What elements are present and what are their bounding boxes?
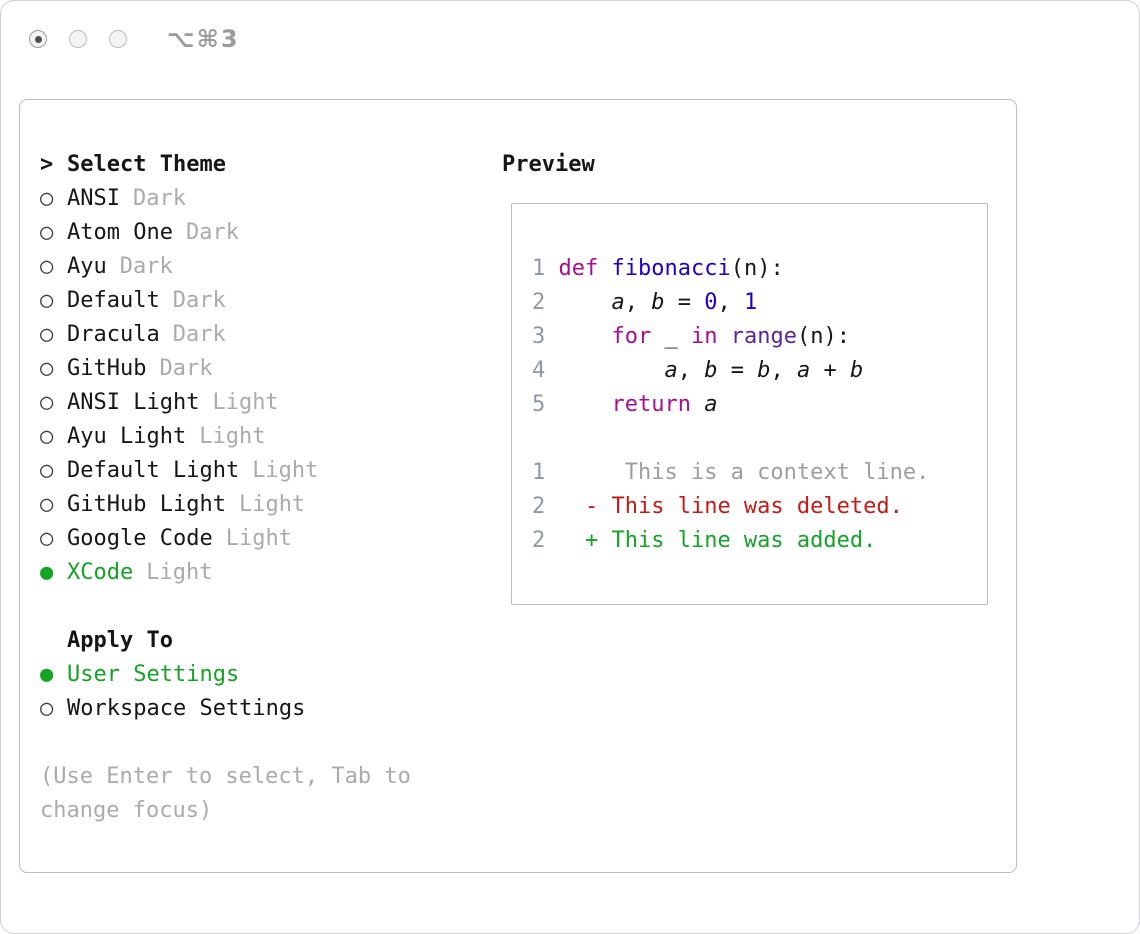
theme-name: Ayu: [67, 254, 107, 279]
theme-name: Default: [67, 288, 160, 313]
theme-variant-tag: Dark: [132, 186, 186, 211]
theme-option[interactable]: ○ GitHub Light Light: [40, 488, 488, 522]
diff-text: This is a context line.: [558, 460, 930, 485]
theme-name: ANSI: [67, 186, 120, 211]
theme-name: ANSI Light: [67, 390, 200, 415]
radio-icon: ○: [40, 186, 54, 211]
line-number: 4: [532, 358, 559, 383]
theme-option[interactable]: ○ Google Code Light: [40, 522, 488, 556]
theme-variant-tag: Dark: [172, 288, 226, 313]
code-line: 5 return a: [532, 392, 718, 417]
theme-name: Atom One: [67, 220, 173, 245]
apply-to-option[interactable]: ● User Settings: [40, 658, 488, 692]
apply-to-options-list: ● User Settings ○ Workspace Settings: [40, 658, 488, 726]
line-number: 5: [532, 392, 559, 417]
window-control-icon[interactable]: [69, 30, 87, 48]
theme-name: Default Light: [67, 458, 240, 483]
theme-option[interactable]: ○ Dracula Dark: [40, 318, 488, 352]
select-theme-title: Select Theme: [67, 152, 226, 177]
line-number: 1: [532, 460, 559, 485]
radio-icon: ○: [40, 254, 54, 279]
diff-line-added: 2 + This line was added.: [532, 524, 967, 558]
diff-line-deleted: 2 - This line was deleted.: [532, 490, 967, 524]
theme-variant-tag: Dark: [185, 220, 239, 245]
theme-option[interactable]: ○ ANSI Dark: [40, 182, 488, 216]
diff-line-context: 1 This is a context line.: [532, 456, 967, 490]
theme-name: Google Code: [67, 526, 213, 551]
code-line: 3 for _ in range(n):: [532, 324, 850, 349]
radio-icon: ○: [40, 526, 54, 551]
diff-text: - This line was deleted.: [558, 494, 903, 519]
theme-name: XCode: [67, 560, 134, 585]
hint-text: (Use Enter to select, Tab to change focu…: [40, 764, 411, 823]
window-controls: [29, 30, 127, 48]
apply-to-option-label: User Settings: [67, 662, 240, 687]
line-number: 2: [532, 494, 559, 519]
spacer: [40, 726, 488, 760]
diff-block: 1 This is a context line.2 - This line w…: [532, 456, 967, 558]
apply-to-option-label: Workspace Settings: [67, 696, 306, 721]
line-number: 3: [532, 324, 559, 349]
radio-icon: ○: [40, 220, 54, 245]
radio-icon: ○: [40, 390, 54, 415]
theme-variant-tag: Light: [212, 390, 279, 415]
cursor-indicator: >: [40, 152, 54, 177]
theme-variant-tag: Dark: [172, 322, 226, 347]
theme-option[interactable]: ○ Ayu Dark: [40, 250, 488, 284]
keyboard-shortcut-label: ⌥⌘3: [167, 25, 240, 53]
code-preview: 1 def fibonacci(n): 2 a, b = 0, 1 3 for _ …: [511, 203, 988, 605]
blank-line: [532, 422, 967, 456]
window-control-icon[interactable]: [109, 30, 127, 48]
theme-variant-tag: Light: [199, 424, 266, 449]
radio-icon: ○: [40, 492, 54, 517]
theme-variant-tag: Dark: [119, 254, 173, 279]
code-line: 2 a, b = 0, 1: [532, 290, 758, 315]
code-block: 1 def fibonacci(n): 2 a, b = 0, 1 3 for _ …: [532, 252, 967, 422]
window-control-active-icon[interactable]: [29, 30, 47, 48]
theme-variant-tag: Light: [238, 492, 306, 517]
theme-option[interactable]: ○ Default Dark: [40, 284, 488, 318]
theme-name: GitHub Light: [67, 492, 226, 517]
diff-text: + This line was added.: [558, 528, 877, 553]
theme-option[interactable]: ○ Ayu Light Light: [40, 420, 488, 454]
line-number: 2: [532, 528, 559, 553]
radio-icon: ○: [40, 288, 54, 313]
theme-name: Dracula: [67, 322, 160, 347]
theme-variant-tag: Light: [252, 458, 319, 483]
active-dot-icon: [34, 35, 42, 43]
code-line: 1 def fibonacci(n):: [532, 256, 784, 281]
radio-icon: ○: [40, 458, 54, 483]
apply-to-option[interactable]: ○ Workspace Settings: [40, 692, 488, 726]
theme-variant-tag: Dark: [159, 356, 213, 381]
radio-selected-icon: ●: [40, 662, 54, 687]
theme-name: Ayu Light: [67, 424, 187, 449]
theme-option[interactable]: ○ GitHub Dark: [40, 352, 488, 386]
preview-title: Preview: [502, 152, 595, 177]
theme-variant-tag: Light: [225, 526, 292, 551]
line-number: 2: [532, 290, 559, 315]
theme-option[interactable]: ○ Default Light Light: [40, 454, 488, 488]
code-line: 4 a, b = b, a + b: [532, 358, 864, 383]
radio-icon: ○: [40, 696, 54, 721]
select-theme-header: > Select Theme: [40, 148, 488, 182]
radio-icon: ○: [40, 356, 54, 381]
line-number: 1: [532, 256, 559, 281]
theme-option[interactable]: ○ Atom One Dark: [40, 216, 488, 250]
theme-name: GitHub: [67, 356, 147, 381]
radio-icon: ○: [40, 424, 54, 449]
apply-to-title: Apply To: [67, 628, 173, 653]
theme-option[interactable]: ● XCode Light: [40, 556, 488, 590]
apply-to-header: Apply To: [40, 624, 488, 658]
radio-icon: ○: [40, 322, 54, 347]
radio-selected-icon: ●: [40, 560, 54, 585]
spacer: [40, 590, 488, 624]
theme-option[interactable]: ○ ANSI Light Light: [40, 386, 488, 420]
theme-variant-tag: Light: [146, 560, 213, 585]
